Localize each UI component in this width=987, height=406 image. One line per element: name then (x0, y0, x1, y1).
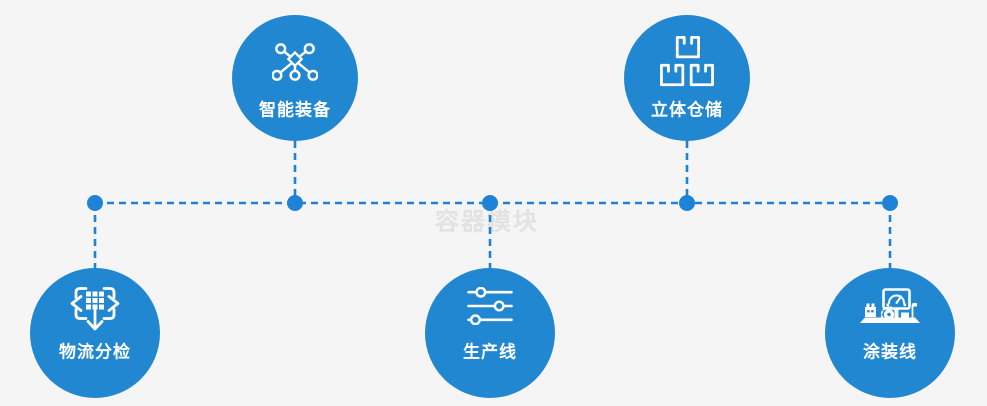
node-painting-line: 涂装线 (825, 268, 955, 398)
network-nodes-icon (272, 42, 318, 81)
junction-dot (87, 195, 103, 211)
node-label: 涂装线 (863, 342, 917, 362)
junction-dot (882, 195, 898, 211)
warehouse-boxes-icon (660, 35, 714, 86)
sorting-distribute-icon (70, 286, 120, 331)
node-label: 物流分检 (59, 342, 131, 362)
junction-dot (679, 195, 695, 211)
junction-dot (287, 195, 303, 211)
junction-dot (482, 195, 498, 211)
node-label: 智能装备 (259, 100, 331, 120)
node-stereo-warehouse: 立体仓储 (624, 15, 750, 141)
node-logistics-sorting: 物流分检 (30, 268, 160, 398)
sliders-icon (467, 286, 513, 325)
watermark-text: 容器模块 (435, 208, 539, 236)
paint-machine-icon (860, 287, 920, 323)
node-production-line: 生产线 (425, 268, 555, 398)
node-label: 生产线 (463, 342, 517, 362)
node-label: 立体仓储 (651, 100, 723, 120)
node-smart-equipment: 智能装备 (232, 15, 358, 141)
grid-squares (86, 291, 104, 310)
